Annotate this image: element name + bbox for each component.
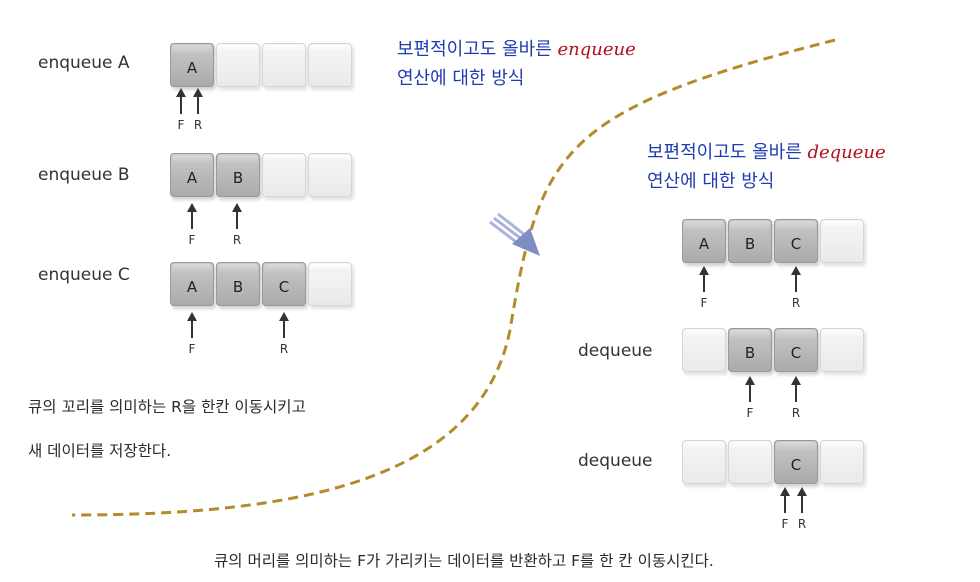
queue-cell: C <box>774 328 818 372</box>
up-arrow-icon <box>699 266 709 275</box>
cell-value: C <box>790 344 802 362</box>
up-arrow-icon <box>187 312 197 321</box>
up-arrow-icon <box>187 203 197 212</box>
dequeue-caption: 큐의 머리를 의미하는 F가 가리키는 데이터를 반환하고 F를 한 칸 이동시… <box>214 552 714 570</box>
queue-cell: B <box>728 328 772 372</box>
cell-value: B <box>232 169 244 187</box>
pointer-label: F <box>746 406 754 420</box>
cell-value: A <box>186 59 198 77</box>
row-label-enqueue-c: enqueue C <box>38 265 130 285</box>
up-arrow-icon <box>232 203 242 212</box>
queue-cell <box>308 262 352 306</box>
queue-cell: B <box>728 219 772 263</box>
row-label-dequeue-1: dequeue <box>578 341 653 361</box>
note-line: 보편적이고도 올바른 <box>647 142 808 163</box>
row-label-enqueue-a: enqueue A <box>38 53 130 73</box>
queue-cell <box>262 43 306 87</box>
direction-arrow-icon <box>489 212 540 256</box>
pointer-label: R <box>791 406 801 420</box>
queue-cell <box>820 440 864 484</box>
row-label-enqueue-b: enqueue B <box>38 165 130 185</box>
pointer-label: F <box>188 342 196 356</box>
queue-cell <box>820 219 864 263</box>
queue-cell <box>820 328 864 372</box>
cell-value: B <box>232 278 244 296</box>
up-arrow-icon <box>193 88 203 97</box>
note-keyword: enqueue <box>557 39 636 60</box>
queue-cell <box>728 440 772 484</box>
queue-cell: C <box>774 440 818 484</box>
queue-enqueue-a: A <box>170 43 352 87</box>
queue-dequeue-2: C <box>682 440 864 484</box>
queue-cell <box>308 153 352 197</box>
queue-cell: A <box>170 262 214 306</box>
cell-value: B <box>744 235 756 253</box>
queue-cell <box>308 43 352 87</box>
row-label-dequeue-2: dequeue <box>578 451 653 471</box>
queue-enqueue-c: A B C <box>170 262 352 306</box>
cell-value: A <box>186 278 198 296</box>
queue-cell <box>682 328 726 372</box>
note-line: 보편적이고도 올바른 <box>397 39 558 60</box>
queue-cell: C <box>262 262 306 306</box>
queue-cell <box>262 153 306 197</box>
enqueue-caption-line1: 큐의 꼬리를 의미하는 R을 한칸 이동시키고 <box>28 398 306 416</box>
pointer-label: R <box>797 517 807 531</box>
pointer-label: R <box>791 296 801 310</box>
cell-value: B <box>744 344 756 362</box>
note-keyword: dequeue <box>807 142 886 163</box>
cell-value: A <box>186 169 198 187</box>
pointer-label: F <box>177 118 185 132</box>
up-arrow-icon <box>279 312 289 321</box>
queue-cell <box>682 440 726 484</box>
pointer-label: R <box>232 233 242 247</box>
up-arrow-icon <box>745 376 755 385</box>
up-arrow-icon <box>797 487 807 496</box>
note-line: 연산에 대한 방식 <box>397 68 525 89</box>
up-arrow-icon <box>780 487 790 496</box>
up-arrow-icon <box>791 266 801 275</box>
pointer-label: F <box>700 296 708 310</box>
queue-cell: A <box>170 43 214 87</box>
enqueue-note: 보편적이고도 올바른 enqueue 연산에 대한 방식 <box>397 35 636 93</box>
cell-value: C <box>790 235 802 253</box>
dequeue-note: 보편적이고도 올바른 dequeue 연산에 대한 방식 <box>647 138 886 196</box>
cell-value: A <box>698 235 710 253</box>
queue-cell: B <box>216 262 260 306</box>
queue-enqueue-b: A B <box>170 153 352 197</box>
queue-cell <box>216 43 260 87</box>
pointer-label: F <box>781 517 789 531</box>
queue-cell: B <box>216 153 260 197</box>
cell-value: C <box>278 278 290 296</box>
pointer-label: F <box>188 233 196 247</box>
enqueue-caption-line2: 새 데이터를 저장한다. <box>28 442 172 460</box>
up-arrow-icon <box>176 88 186 97</box>
queue-dequeue-1: B C <box>682 328 864 372</box>
pointer-label: R <box>193 118 203 132</box>
queue-cell: A <box>682 219 726 263</box>
pointer-label: R <box>279 342 289 356</box>
note-line: 연산에 대한 방식 <box>647 171 775 192</box>
queue-cell: C <box>774 219 818 263</box>
cell-value: C <box>790 456 802 474</box>
queue-cell: A <box>170 153 214 197</box>
up-arrow-icon <box>791 376 801 385</box>
queue-state-full: A B C <box>682 219 864 263</box>
